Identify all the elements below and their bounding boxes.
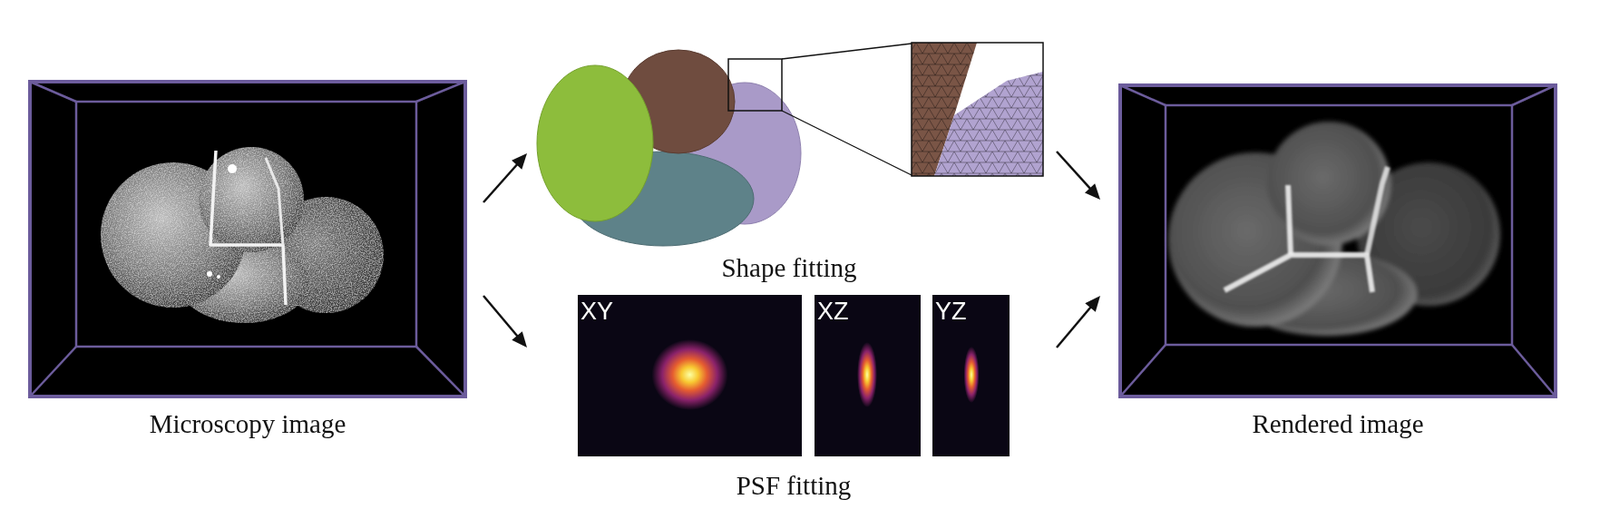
step-caption: Rendered image bbox=[1114, 408, 1561, 440]
rendered-panel bbox=[1120, 85, 1556, 397]
psf-images bbox=[652, 339, 729, 410]
view-label: YZ bbox=[935, 297, 967, 326]
rendered-boundaries bbox=[1287, 185, 1291, 255]
arrow-line bbox=[483, 163, 518, 203]
rendered-panel bbox=[1120, 85, 1166, 106]
zoom-inset bbox=[934, 71, 1044, 176]
mesh-shape bbox=[536, 42, 1044, 246]
psf-view: XY bbox=[574, 294, 799, 457]
rendered-boundaries bbox=[1224, 166, 1388, 293]
rendered-panel bbox=[1120, 344, 1166, 397]
arrow-line bbox=[483, 295, 518, 338]
arrow-head bbox=[1084, 295, 1101, 313]
step-caption: PSF fitting bbox=[574, 469, 1014, 502]
fitting-step: Shape fitting bbox=[531, 42, 1047, 286]
flow-arrow bbox=[483, 153, 527, 203]
arrow-line bbox=[1056, 305, 1092, 348]
microscopy-panel bbox=[416, 346, 466, 397]
zoom-inset bbox=[911, 42, 1044, 176]
microscopy-panel bbox=[76, 101, 417, 347]
cell-boundaries bbox=[216, 274, 221, 279]
mesh-shape bbox=[911, 42, 1044, 176]
step-caption: Shape fitting bbox=[531, 252, 1047, 284]
psf-images bbox=[964, 346, 980, 403]
view-label: XZ bbox=[817, 297, 849, 326]
microscopy-panel bbox=[416, 81, 466, 102]
zoom-inset bbox=[934, 71, 1044, 176]
view-label: XY bbox=[580, 297, 614, 326]
rendered-panel bbox=[1512, 344, 1556, 397]
arrow-line bbox=[1056, 151, 1092, 190]
psf-images bbox=[577, 294, 802, 457]
psf-view: YZ bbox=[928, 294, 1006, 457]
microscopy-panel bbox=[29, 81, 466, 397]
zoom-inset bbox=[911, 42, 1044, 176]
mesh-shape bbox=[536, 65, 654, 222]
rendered-cells bbox=[1168, 121, 1501, 336]
microscopy-panel bbox=[29, 346, 77, 397]
microscopy-panel bbox=[29, 81, 77, 102]
flow-arrow bbox=[483, 295, 527, 348]
arrow-head bbox=[1084, 183, 1101, 200]
image-panel: Microscopy image bbox=[24, 79, 471, 441]
cell-boundaries bbox=[227, 164, 237, 174]
cell-boundaries bbox=[265, 157, 283, 245]
cell-boundaries bbox=[206, 150, 286, 305]
psf-images bbox=[814, 294, 921, 457]
rendered-panel bbox=[1512, 85, 1556, 106]
image-panel: Rendered image bbox=[1114, 83, 1561, 445]
rendered-boundaries bbox=[1224, 254, 1373, 293]
mesh-shape bbox=[728, 58, 782, 111]
flow-arrow bbox=[1056, 295, 1101, 348]
mesh-shape bbox=[781, 110, 912, 176]
psf-images bbox=[932, 294, 1010, 457]
arrow-head bbox=[511, 153, 527, 170]
arrow-head bbox=[511, 331, 527, 348]
mesh-shape bbox=[781, 43, 912, 59]
psf-view: XZ bbox=[810, 294, 918, 457]
fitting-step: PSF fitting XY XZ YZ bbox=[574, 294, 1014, 506]
cell-boundaries bbox=[206, 271, 213, 277]
rendered-panel bbox=[1120, 85, 1556, 397]
microscopy-panel bbox=[29, 81, 466, 397]
psf-images bbox=[577, 294, 1010, 457]
cell-boundaries bbox=[210, 150, 286, 305]
step-caption: Microscopy image bbox=[24, 408, 471, 440]
rendered-boundaries bbox=[1366, 166, 1388, 255]
rendered-panel bbox=[1165, 105, 1513, 345]
embryo-cells bbox=[100, 146, 384, 323]
psf-images bbox=[857, 341, 878, 408]
flow-arrow bbox=[1056, 151, 1101, 200]
